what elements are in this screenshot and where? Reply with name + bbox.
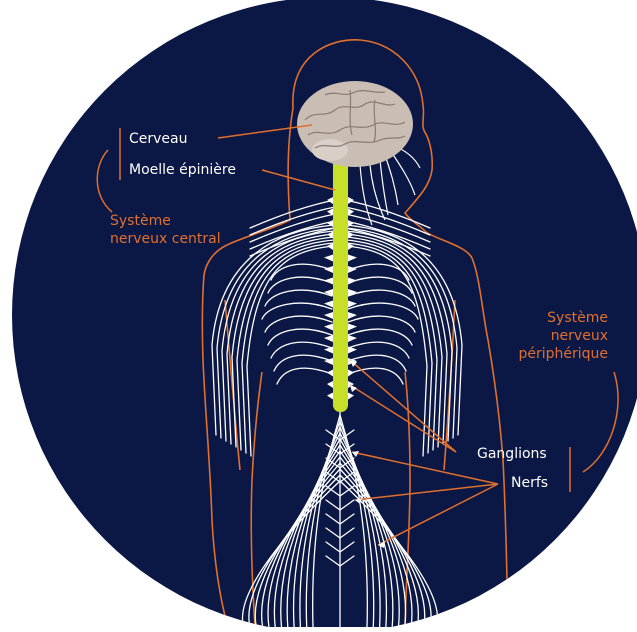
label-spinal-cord: Moelle épinière <box>129 161 236 179</box>
label-pns-line-3: périphérique <box>500 345 608 363</box>
label-pns-line-1: Système <box>500 309 608 327</box>
label-cns: Système nerveux central <box>110 212 221 248</box>
label-nerves: Nerfs <box>511 474 548 492</box>
spinal-cord <box>333 150 348 412</box>
brain <box>297 81 413 167</box>
label-pns: Système nerveux périphérique <box>500 309 608 363</box>
label-ganglia: Ganglions <box>477 445 547 463</box>
label-cns-line-2: nerveux central <box>110 230 221 248</box>
label-brain: Cerveau <box>129 130 188 148</box>
label-cns-line-1: Système <box>110 212 221 230</box>
label-pns-line-2: nerveux <box>500 327 608 345</box>
